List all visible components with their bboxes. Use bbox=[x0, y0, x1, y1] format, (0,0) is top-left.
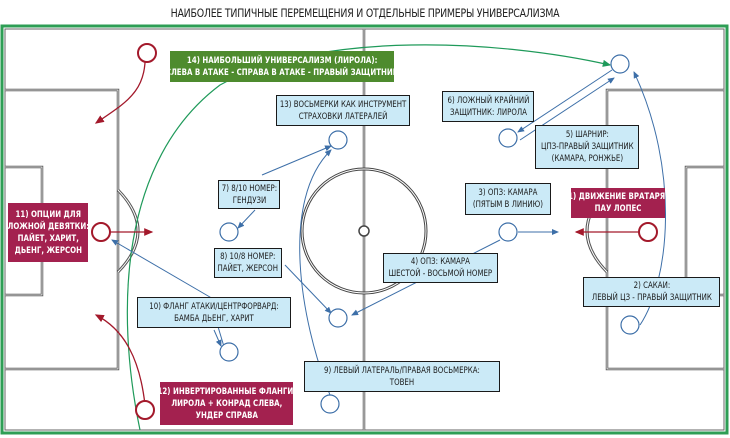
arrow-8-payet bbox=[284, 264, 332, 314]
label-14-lirola: 14) НАИБОЛЬШИЙ УНИВЕРСАЛИЗМ (ЛИРОЛА): СЛ… bbox=[166, 51, 398, 82]
arrow-12-inverted-bottom bbox=[94, 314, 146, 406]
label-7-genduzi: 7) 8/10 НОМЕР: ГЕНДУЗИ bbox=[218, 180, 280, 209]
label-6-false-fullback: 6) ЛОЖНЫЙ КРАЙНИЙ ЗАЩИТНИК: ЛИРОЛА bbox=[442, 91, 534, 122]
arrow-7-genduzi bbox=[261, 145, 332, 176]
arrow-9-toven bbox=[299, 149, 332, 396]
player-marker-red bbox=[91, 222, 111, 242]
player-marker-blue bbox=[498, 222, 518, 242]
label-8-payet: 8) 10/8 НОМЕР: ПАЙЕТ, ЖЕРСОН bbox=[214, 248, 282, 278]
player-marker-blue bbox=[320, 394, 340, 414]
player-marker-red bbox=[137, 43, 157, 63]
center-spot bbox=[358, 225, 370, 237]
player-marker-red bbox=[638, 222, 658, 242]
player-marker-red bbox=[135, 400, 155, 420]
label-11-false-nine: 11) ОПЦИИ ДЛЯ ЛОЖНОЙ ДЕВЯТКИ: ПАЙЕТ, ХАР… bbox=[7, 203, 89, 262]
arrow-10-to-11 bbox=[111, 239, 216, 301]
right-goal-area bbox=[684, 165, 724, 297]
player-marker-blue bbox=[219, 342, 239, 362]
arrow-7-genduzi-down bbox=[237, 209, 256, 229]
player-marker-blue bbox=[219, 222, 239, 242]
player-marker-blue bbox=[620, 315, 640, 335]
label-12-inverted-wingers: 12) ИНВЕРТИРОВАННЫЕ ФЛАНГИ: ЛИРОЛА + КОН… bbox=[157, 382, 296, 425]
player-marker-blue bbox=[328, 308, 348, 328]
arrow-12-inverted-top bbox=[94, 45, 146, 124]
player-marker-blue bbox=[610, 54, 630, 74]
diagram-title: НАИБОЛЕЕ ТИПИЧНЫЕ ПЕРЕМЕЩЕНИЯ И ОТДЕЛЬНЫ… bbox=[170, 6, 560, 20]
label-1-goalkeeper: 1) ДВИЖЕНИЕ ВРАТАРЯ: ПАУ ЛОПЕС bbox=[568, 188, 668, 218]
label-10-flank: 10) ФЛАНГ АТАКИ/ЦЕНТРФОРВАРД: БАМБА ДЬЕН… bbox=[137, 297, 291, 328]
pitch-border bbox=[0, 24, 729, 435]
label-5-hinge: 5) ШАРНИР: ЦПЗ-ПРАВЫЙ ЗАЩИТНИК (КАМАРА, … bbox=[535, 125, 639, 169]
label-2-sakai: 2) САКАИ: ЛЕВЫЙ ЦЗ - ПРАВЫЙ ЗАЩИТНИК bbox=[583, 277, 720, 307]
label-13-eights: 13) ВОСЬМЕРКИ КАК ИНСТРУМЕНТ СТРАХОВКИ Л… bbox=[276, 95, 410, 126]
player-marker-blue bbox=[498, 128, 518, 148]
label-4-camara: 4) ОПЗ: КАМАРА ШЕСТОЙ - ВОСЬМОЙ НОМЕР bbox=[383, 253, 498, 283]
player-marker-blue bbox=[328, 130, 348, 150]
label-3-camara: 3) ОПЗ: КАМАРА (ПЯТЫМ В ЛИНИЮ) bbox=[465, 183, 551, 215]
arrow-14-lirola bbox=[126, 44, 612, 431]
label-9-toven: 9) ЛЕВЫЙ ЛАТЕРАЛЬ/ПРАВАЯ ВОСЬМЕРКА: ТОВЕ… bbox=[304, 361, 500, 392]
